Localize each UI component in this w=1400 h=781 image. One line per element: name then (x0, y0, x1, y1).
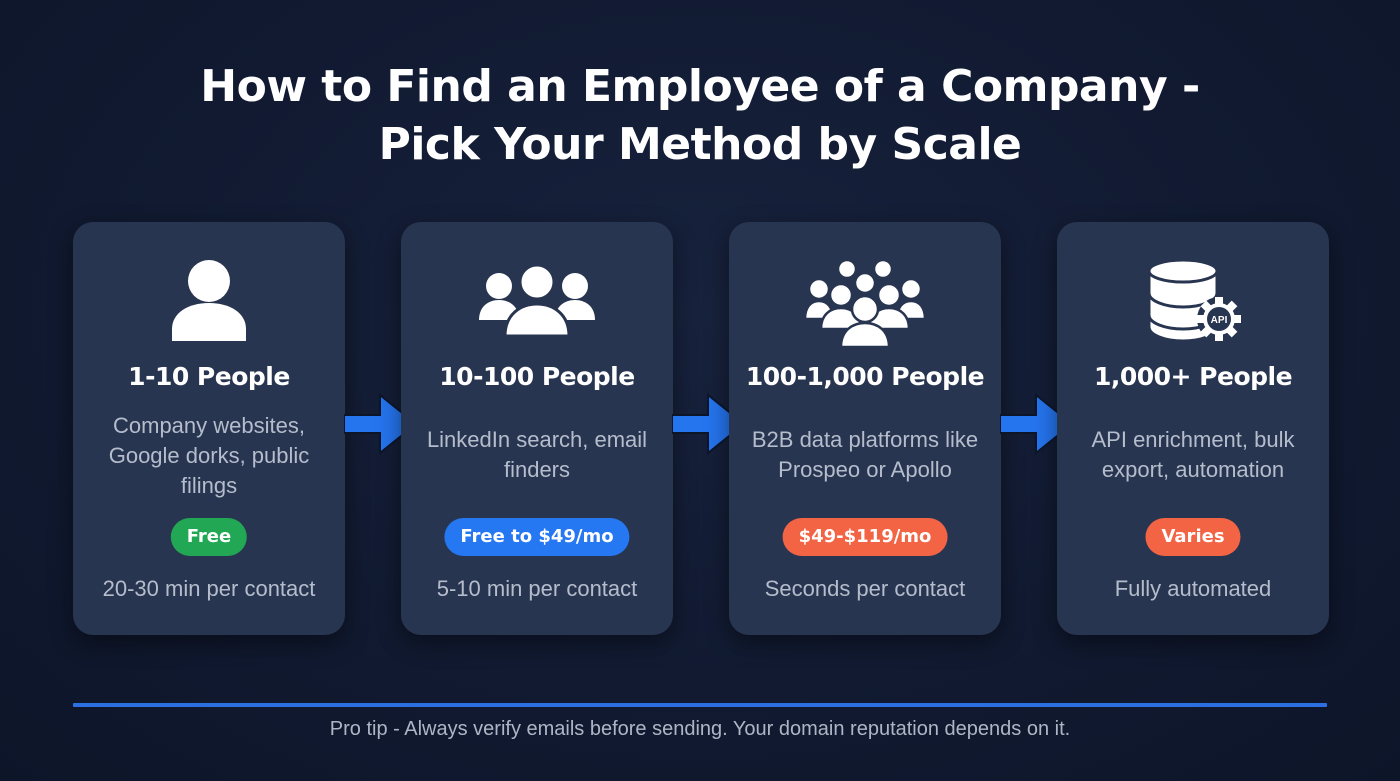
card-description: B2B data platforms like Prospeo or Apoll… (751, 427, 979, 482)
title-line-1: How to Find an Employee of a Company - (200, 61, 1200, 112)
card-description: LinkedIn search, email finders (426, 427, 648, 482)
price-badge: Free to $49/mo (444, 518, 630, 556)
arrow-right-icon (999, 392, 1074, 456)
price-badge: Varies (1145, 518, 1241, 556)
card-heading: 100-1,000 People (745, 362, 985, 391)
price-badge: Free (170, 518, 248, 556)
api-label: API (1211, 315, 1228, 326)
card-heading: 1-10 People (128, 362, 290, 391)
database-api-gear-icon: API (1057, 252, 1329, 352)
card-1000-plus-people: API 1,000+ People API enrichment, bulk e… (1057, 222, 1329, 635)
price-badge: $49-$119/mo (782, 518, 948, 556)
title-line-2: Pick Your Method by Scale (378, 119, 1022, 170)
time-per-contact: Seconds per contact (764, 576, 966, 601)
card-description: API enrichment, bulk export, automation (1091, 427, 1295, 482)
page-title: How to Find an Employee of a Company - P… (0, 58, 1400, 174)
single-person-icon (73, 252, 345, 352)
card-10-100-people: 10-100 People LinkedIn search, email fin… (401, 222, 673, 635)
card-100-1000-people: 100-1,000 People B2B data platforms like… (729, 222, 1001, 635)
card-description: Company websites, Google dorks, public f… (108, 413, 310, 498)
arrow-right-icon (343, 392, 418, 456)
time-per-contact: Fully automated (1114, 576, 1272, 601)
card-heading: 1,000+ People (1093, 362, 1293, 391)
card-heading: 10-100 People (439, 362, 635, 391)
time-per-contact: 20-30 min per contact (102, 576, 316, 601)
time-per-contact: 5-10 min per contact (436, 576, 638, 601)
pro-tip: Pro tip - Always verify emails before se… (329, 718, 1071, 740)
card-1-10-people: 1-10 People Company websites, Google dor… (73, 222, 345, 635)
crowd-people-icon (729, 252, 1001, 352)
arrow-right-icon (671, 392, 746, 456)
footer-divider (73, 703, 1327, 707)
group-three-people-icon (401, 252, 673, 352)
